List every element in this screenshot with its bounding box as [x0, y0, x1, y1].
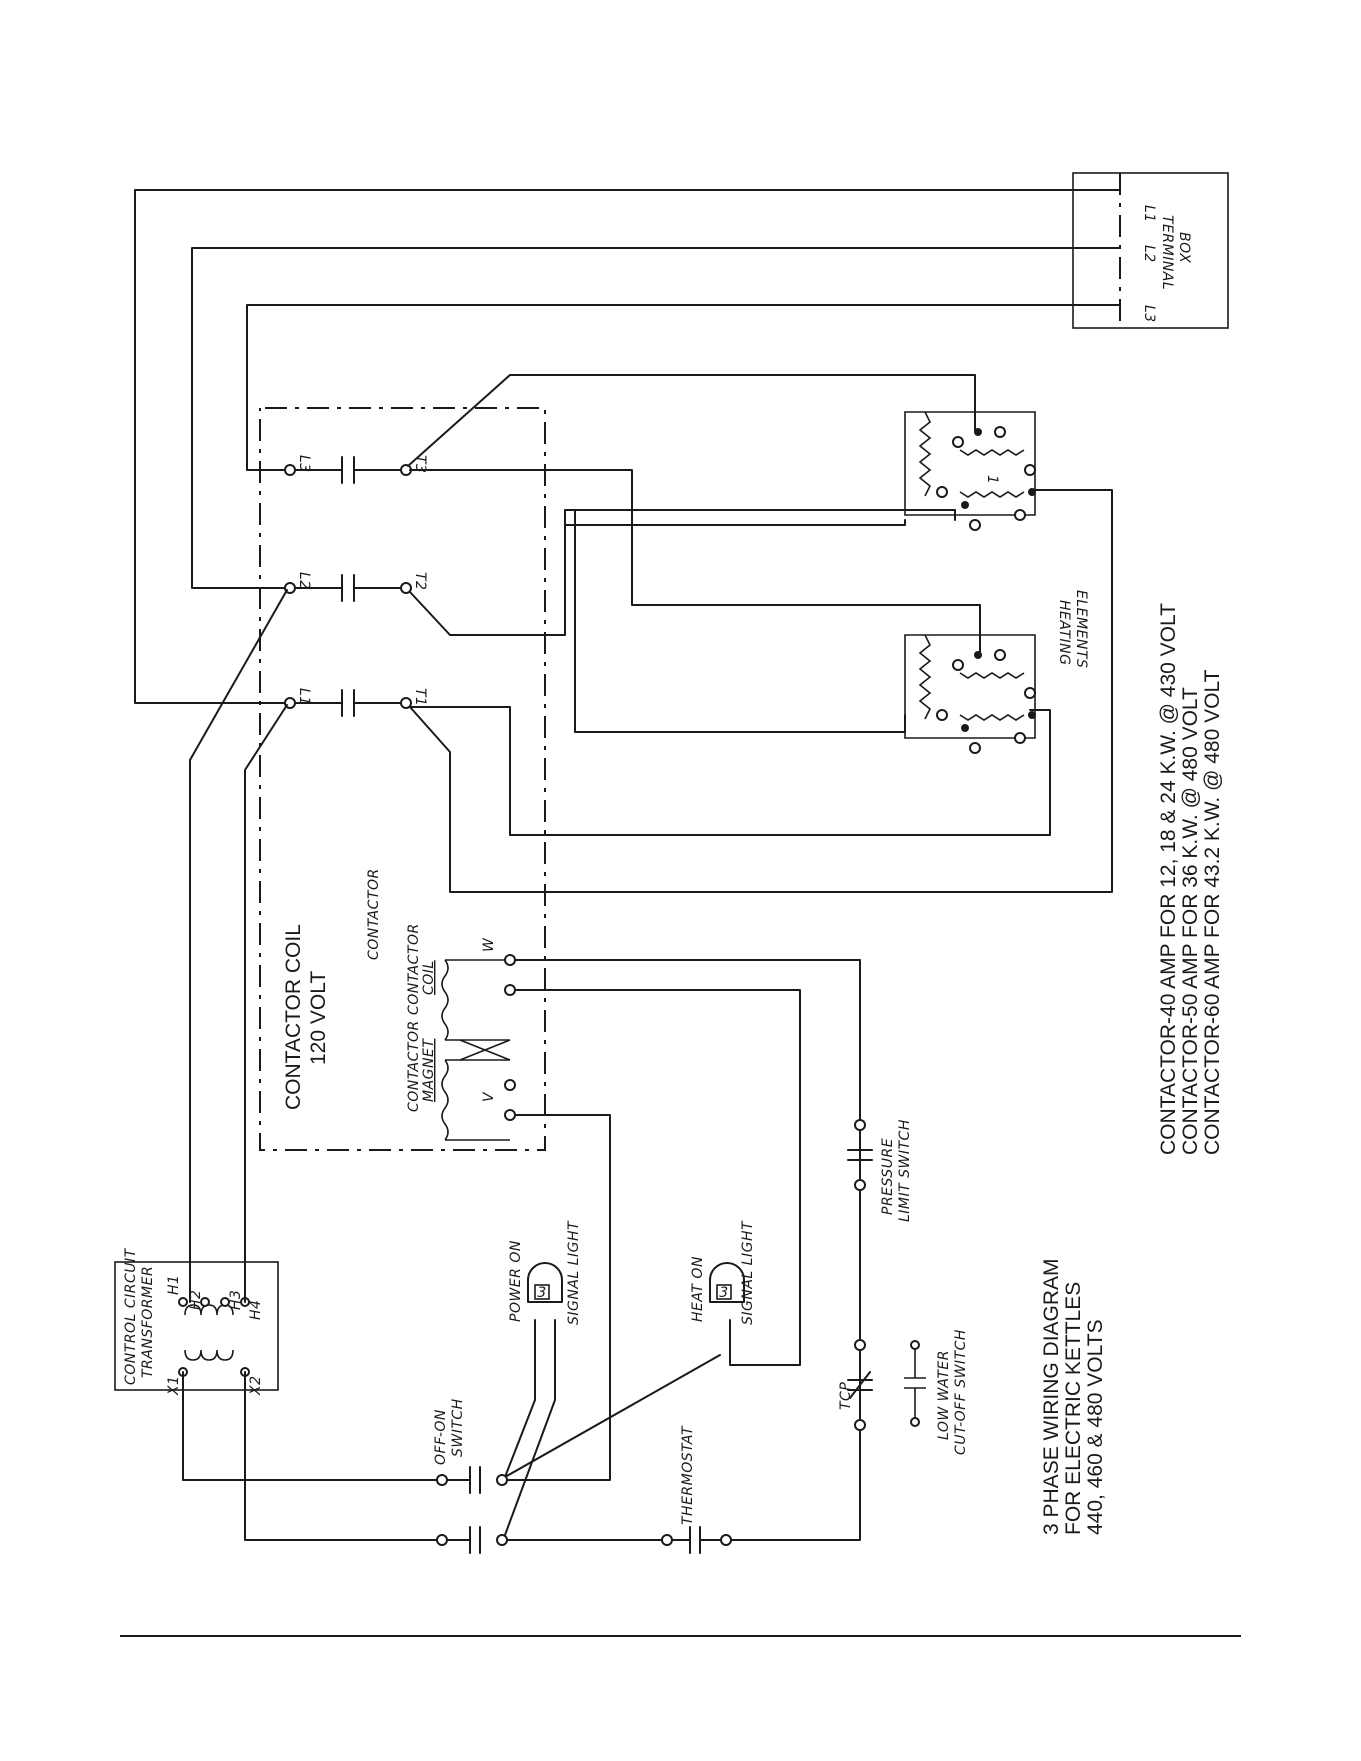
contactor-coil-label-2: COIL [421, 960, 437, 995]
contactor-l1-label: L1 [296, 688, 312, 706]
contactor-contact-l1-t1 [284, 689, 412, 717]
contactor-magnet-label-2: MAGNET [421, 1038, 437, 1102]
off-on-switch-label-2: SWITCH [450, 1398, 466, 1457]
low-water-label-1: LOW WATER [936, 1350, 952, 1440]
heat-on-label-1: HEAT ON [690, 1256, 706, 1322]
heating-element-upper [904, 411, 1036, 531]
transformer-label-1: CONTROL CIRCUIT [123, 1247, 139, 1385]
tcp-label: TCP [838, 1382, 854, 1410]
contactor-l2-label: L2 [296, 572, 312, 590]
main-power-wires [134, 189, 1121, 704]
terminal-box-title-1: TERMINAL [1159, 215, 1175, 290]
contactor-w-label: W [481, 937, 497, 952]
diagram-title-2: FOR ELECTRIC KETTLES [1062, 1282, 1085, 1535]
terminal-l3-label: L3 [1141, 305, 1157, 323]
contactor-magnet-label-1: CONTACTOR [406, 1020, 422, 1112]
contactor-t2-label: T2 [412, 572, 428, 590]
transformer-h1-label: H1 [166, 1275, 182, 1295]
contactor-rating-2: CONTACTOR-50 AMP FOR 36 K.W. @ 480 VOLT [1179, 687, 1202, 1155]
power-on-lamp-label: 3 [537, 1285, 546, 1301]
pressure-limit-label-2: LIMIT SWITCH [897, 1119, 913, 1222]
contactor-contact-l3-t3 [284, 456, 412, 484]
off-on-switch [436, 1466, 508, 1554]
contactor-t1-label: T1 [412, 688, 428, 706]
power-on-signal-light: 3 [527, 1262, 563, 1303]
off-on-switch-label-1: OFF-ON [433, 1409, 449, 1465]
contactor-rating-1: CONTACTOR-40 AMP FOR 12, 18 & 24 K.W. @ … [1157, 603, 1180, 1155]
control-wires [182, 589, 861, 1541]
heating-element-lower [904, 634, 1036, 754]
thermostat-label: THERMOSTAT [680, 1425, 696, 1525]
contactor-contact-l2-t2 [284, 574, 412, 602]
tcp-switch [847, 1339, 873, 1431]
contactor-coil-label-1: CONTACTOR [406, 923, 422, 1015]
diagram-title-3: 440, 460 & 480 VOLTS [1084, 1319, 1107, 1535]
terminal-l1-label: L1 [1141, 205, 1157, 223]
load-wires [407, 374, 1113, 893]
contactor-v-label: V [481, 1091, 497, 1102]
contactor-box [259, 407, 546, 1151]
power-on-label-1: POWER ON [508, 1240, 524, 1322]
heating-elements-label-1: HEATING [1056, 600, 1072, 665]
contactor-coil-title-1: CONTACTOR COIL [282, 924, 305, 1110]
heat-on-signal-light: 3 [709, 1262, 745, 1303]
contactor-label: CONTACTOR [366, 868, 382, 960]
low-water-label-2: CUT-OFF SWITCH [953, 1329, 969, 1455]
terminal-box [1072, 172, 1229, 329]
contactor-l3-label: L3 [296, 455, 312, 473]
diagram-title-1: 3 PHASE WIRING DIAGRAM [1040, 1258, 1063, 1535]
transformer-h2-label: H2 [188, 1290, 204, 1310]
transformer-h3-label: H3 [228, 1290, 244, 1310]
power-on-label-2: SIGNAL LIGHT [566, 1220, 582, 1325]
contactor-magnet-coil [441, 954, 516, 1141]
transformer-label-2: TRANSFORMER [140, 1266, 156, 1378]
transformer-x2-label: X2 [248, 1376, 264, 1397]
transformer-x1-label: X1 [166, 1376, 182, 1397]
pressure-limit-label-1: PRESSURE [880, 1138, 896, 1215]
contactor-t3-label: T3 [412, 455, 428, 473]
heat-on-lamp-label: 3 [719, 1285, 728, 1301]
transformer [114, 1261, 279, 1391]
terminal-l2-label: L2 [1141, 245, 1157, 263]
thermostat [661, 1526, 732, 1554]
heat-on-label-2: SIGNAL LIGHT [740, 1220, 756, 1325]
terminal-box-title-2: BOX [1176, 232, 1192, 263]
pressure-limit-switch [847, 1119, 873, 1191]
contactor-coil-title-2: 120 VOLT [307, 971, 330, 1065]
heating-elements-label-2: ELEMENTS [1073, 590, 1089, 668]
low-water-cutoff-switch [904, 1340, 926, 1427]
heating-element-number: 1 [984, 475, 1000, 484]
transformer-h4-label: H4 [248, 1300, 264, 1320]
contactor-rating-3: CONTACTOR-60 AMP FOR 43.2 K.W. @ 480 VOL… [1201, 669, 1224, 1155]
